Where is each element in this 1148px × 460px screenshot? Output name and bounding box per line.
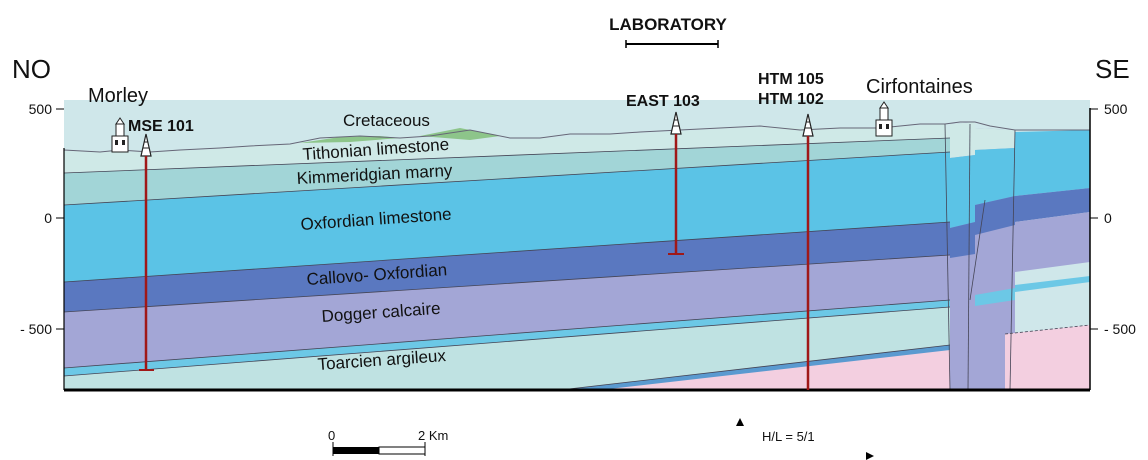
fault-block-2-top	[975, 128, 1015, 150]
cretaceous-patch-1	[300, 136, 400, 143]
kimmeridgian-layer	[64, 138, 950, 205]
callovo-layer	[64, 222, 950, 312]
cretaceous-patch-2	[420, 128, 500, 140]
se-block-oxf	[1015, 130, 1090, 196]
borehole-label-mse101: MSE 101	[128, 118, 194, 135]
horizontal-arrow-icon	[866, 452, 874, 460]
fault-block-2-oxf	[975, 148, 1015, 205]
fault-block-1-oxf	[950, 155, 975, 228]
left-tick-minus-500: - 500	[20, 321, 52, 337]
left-tick-500: 500	[29, 101, 53, 117]
right-tick-500: 500	[1104, 101, 1128, 117]
layer-boundaries	[64, 123, 1090, 390]
se-block-dogger	[1015, 212, 1090, 272]
se-block-cal	[1015, 188, 1090, 222]
scale-white-segment	[378, 446, 426, 455]
fault-block-2-lower	[975, 288, 1015, 306]
dogger-layer	[64, 255, 950, 368]
town-morley: Morley	[88, 85, 148, 107]
topographic-surface	[63, 121, 1090, 153]
ratio-label: H/L = 5/1	[762, 429, 815, 444]
laboratory-title: LABORATORY	[609, 15, 727, 34]
fault-block-1-top	[950, 122, 975, 158]
fault-block-1-cal	[950, 222, 975, 258]
fault-block-2-cal	[975, 196, 1015, 235]
se-basement	[1005, 325, 1090, 390]
scale-black-segment	[333, 447, 379, 454]
right-tick-0: 0	[1104, 210, 1112, 226]
right-axis: 500 0 - 500	[1090, 101, 1136, 337]
borehole-label-htm102: HTM 102	[758, 91, 824, 108]
oxfordian-layer	[64, 152, 950, 282]
borehole-label-htm105: HTM 105	[758, 71, 824, 88]
se-block-lower	[1015, 276, 1090, 292]
tithonian-layer	[64, 124, 950, 173]
left-axis: 500 0 - 500	[20, 101, 64, 337]
strata	[64, 100, 1090, 390]
lower-limestone-band	[64, 300, 950, 376]
lower-band-blue	[64, 345, 950, 390]
direction-south-east: SE	[1095, 54, 1130, 84]
vertical-arrow-icon	[736, 418, 744, 426]
church-icon	[111, 117, 129, 153]
borehole-label-east103: EAST 103	[626, 93, 700, 110]
scale-bar: 0 2 Km	[328, 428, 448, 456]
right-tick-minus-500: - 500	[1104, 321, 1136, 337]
town-cirfontaines: Cirfontaines	[866, 76, 973, 98]
label-cretaceous: Cretaceous	[343, 111, 430, 130]
direction-north-west: NO	[12, 54, 51, 84]
left-tick-0: 0	[44, 210, 52, 226]
scale-distance: 2 Km	[418, 428, 448, 443]
toarcien-layer	[64, 307, 950, 390]
church-icon	[875, 101, 893, 137]
scale-zero: 0	[328, 428, 335, 443]
